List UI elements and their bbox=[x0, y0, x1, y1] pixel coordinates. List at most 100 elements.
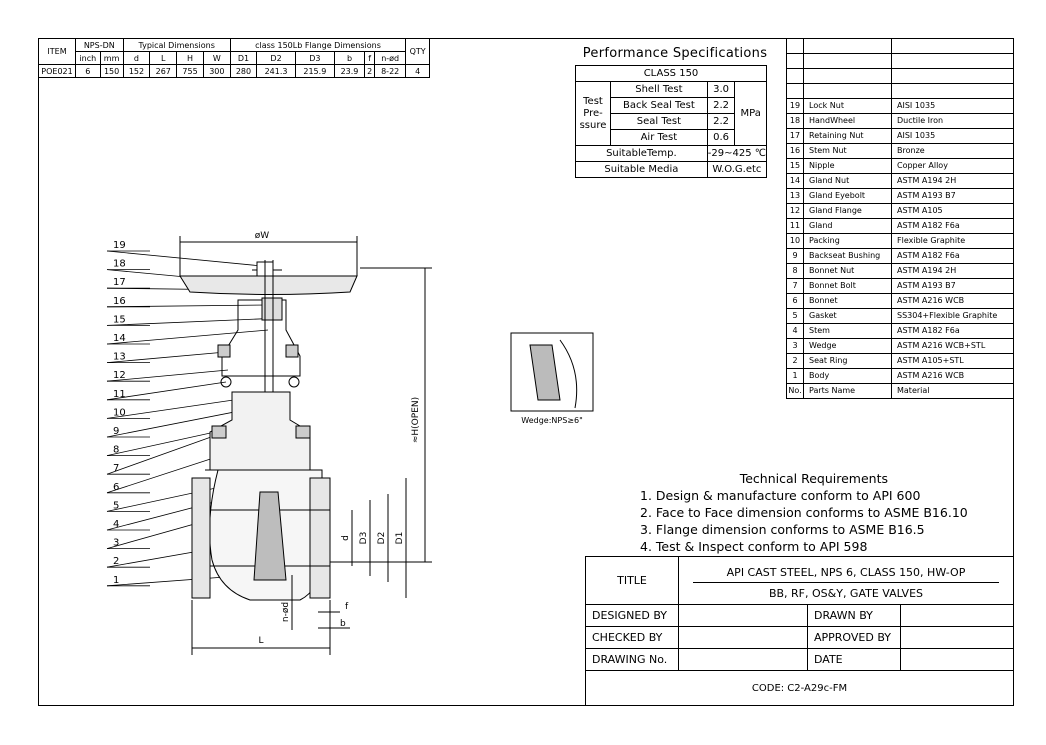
callout-label: 9 bbox=[113, 426, 119, 437]
cell: 215.9 bbox=[294, 64, 335, 78]
eyebolt-left bbox=[220, 376, 232, 388]
cell: POE021 bbox=[38, 64, 76, 78]
dim-h-label: ≈H(OPEN) bbox=[411, 397, 421, 443]
callout-label: 5 bbox=[113, 500, 119, 511]
checked-by-label: CHECKED BY bbox=[585, 626, 679, 649]
callout-leader bbox=[106, 369, 229, 382]
title-text: API CAST STEEL, NPS 6, CLASS 150, HW-OP … bbox=[678, 556, 1014, 605]
callout-label: 13 bbox=[113, 352, 126, 363]
code-label: CODE: C2-A29c-FM bbox=[585, 670, 1014, 706]
media-label: Suitable Media bbox=[575, 161, 708, 178]
dimension-table: ITEM NPS-DN Typical Dimensions class 150… bbox=[38, 38, 430, 78]
callout-leader bbox=[106, 351, 227, 363]
callout-label: 6 bbox=[113, 482, 119, 493]
callout-label: 7 bbox=[113, 463, 119, 474]
technical-requirements: Technical Requirements 1. Design & manuf… bbox=[640, 470, 968, 555]
dim-d2-label: D2 bbox=[377, 532, 387, 545]
bonnet-nut-right bbox=[295, 425, 311, 439]
cell: 8-22 bbox=[374, 64, 407, 78]
cell: 150 bbox=[99, 64, 124, 78]
handwheel-shape bbox=[179, 275, 358, 295]
test-pressure-label: Test Pre- ssure bbox=[575, 81, 611, 146]
sub-header: D1 bbox=[229, 51, 258, 65]
table-row: POE021 6 150 152 267 755 300 280 241.3 2… bbox=[38, 64, 430, 78]
eyebolt-right bbox=[288, 376, 300, 388]
dim-d3-label: D3 bbox=[359, 532, 369, 545]
cell: 280 bbox=[229, 64, 258, 78]
callout-leader bbox=[106, 317, 283, 326]
wedge-detail-shape bbox=[529, 344, 561, 401]
approved-by-label: APPROVED BY bbox=[807, 626, 901, 649]
wedge-detail-seat bbox=[559, 339, 578, 409]
callout-label: 1 bbox=[113, 575, 119, 586]
callout-leader bbox=[106, 431, 226, 475]
dim-b-label: b bbox=[340, 619, 346, 629]
requirement-item: 1. Design & manufacture conform to API 6… bbox=[640, 488, 921, 503]
title-line-2: BB, RF, OS&Y, GATE VALVES bbox=[768, 586, 924, 600]
callout-label: 2 bbox=[113, 556, 119, 567]
requirement-item: 2. Face to Face dimension conforms to AS… bbox=[640, 505, 968, 520]
callout-label: 8 bbox=[113, 445, 119, 456]
dimension-labels: øW ≈H(OPEN) L d D1 D2 D3 f b n-ød Wedge:… bbox=[255, 231, 583, 646]
callout-label: 17 bbox=[113, 277, 126, 288]
part-material: Material bbox=[891, 383, 1014, 399]
requirement-item: 4. Test & Inspect conform to API 598 bbox=[640, 539, 868, 554]
cell: 241.3 bbox=[256, 64, 296, 78]
technical-title: Technical Requirements bbox=[739, 471, 888, 486]
wedge-detail-box bbox=[510, 332, 594, 412]
media-value: W.O.G.etc bbox=[706, 161, 768, 178]
wedge-caption: Wedge:NPS≥6" bbox=[521, 416, 583, 425]
callout-label: 4 bbox=[113, 519, 119, 530]
title-line-1: API CAST STEEL, NPS 6, CLASS 150, HW-OP bbox=[693, 562, 999, 583]
callout-label: 14 bbox=[113, 333, 126, 344]
callout-label: 18 bbox=[113, 259, 126, 270]
dim-nod-label: n-ød bbox=[281, 602, 291, 622]
drawing-no-label: DRAWING No. bbox=[585, 648, 679, 671]
callout-label: 15 bbox=[113, 314, 126, 325]
callout-label: 16 bbox=[113, 296, 126, 307]
gland-nut-right bbox=[285, 344, 299, 358]
callout-label: 12 bbox=[113, 370, 126, 381]
callout-leader bbox=[106, 381, 227, 401]
drawn-by-label: DRAWN BY bbox=[807, 604, 901, 627]
callout-label: 11 bbox=[113, 389, 126, 400]
dim-f-label: f bbox=[345, 602, 349, 612]
wedge-shape bbox=[253, 491, 287, 581]
callout-label: 10 bbox=[113, 407, 126, 418]
performance-title: Performance Specifications bbox=[582, 46, 768, 61]
left-flange bbox=[191, 477, 211, 599]
requirement-item: 3. Flange dimension conforms to ASME B16… bbox=[640, 522, 925, 537]
valve-outline bbox=[179, 236, 594, 655]
dim-l-label: L bbox=[258, 636, 263, 646]
yoke-shape bbox=[221, 299, 301, 377]
bonnet-nut-left bbox=[211, 425, 227, 439]
designed-by-label: DESIGNED BY bbox=[585, 604, 679, 627]
stem-nut bbox=[261, 297, 283, 321]
right-flange bbox=[309, 477, 331, 599]
col-qty: QTY bbox=[405, 38, 430, 65]
dim-d-label: d bbox=[341, 535, 351, 541]
dim-d1-label: D1 bbox=[395, 532, 405, 545]
title-block: TITLE API CAST STEEL, NPS 6, CLASS 150, … bbox=[585, 556, 1014, 706]
callout-leader bbox=[106, 250, 263, 267]
performance-table: CLASS 150 Test Pre- ssure Shell Test 3.0… bbox=[575, 65, 768, 178]
callout-label: 3 bbox=[113, 538, 119, 549]
cell: 755 bbox=[176, 64, 204, 78]
callout-label: 19 bbox=[113, 240, 126, 251]
callout-leader bbox=[106, 329, 269, 345]
gland-nut-left bbox=[217, 344, 231, 358]
drawing-border bbox=[38, 38, 1014, 706]
cell: 4 bbox=[405, 64, 430, 78]
dim-w-label: øW bbox=[255, 231, 270, 241]
